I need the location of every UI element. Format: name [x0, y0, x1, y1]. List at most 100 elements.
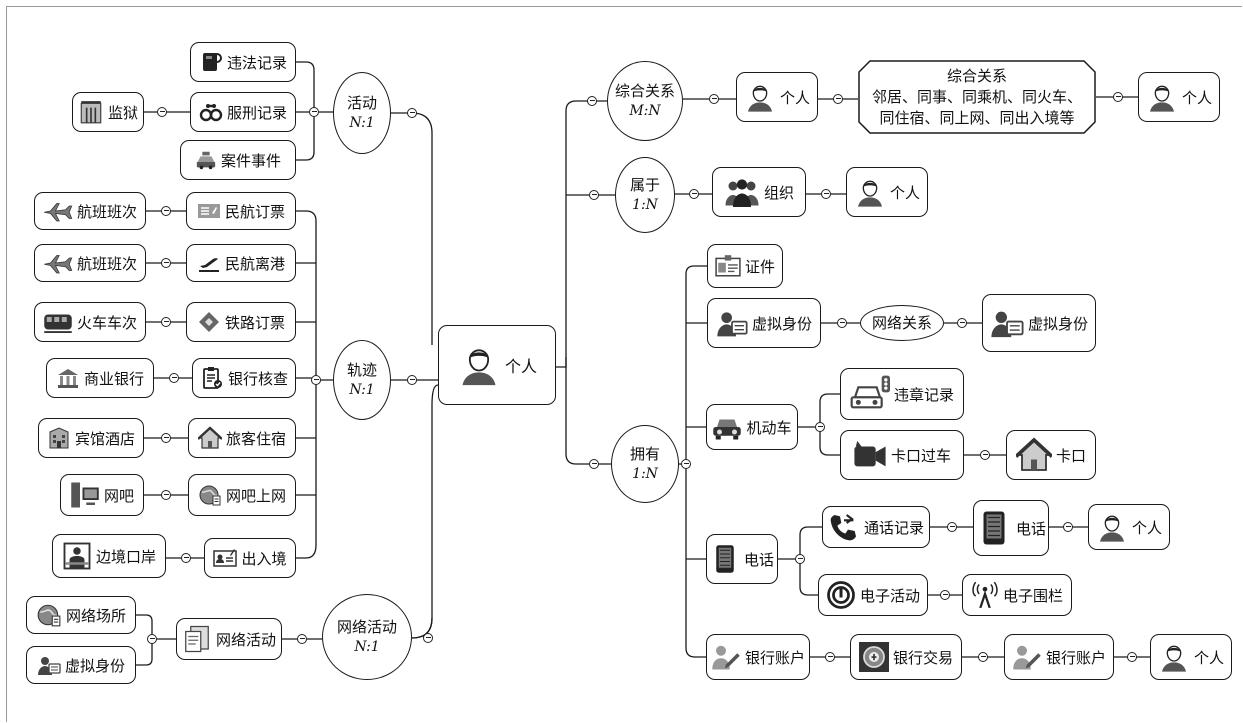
- node-label: 网吧: [103, 486, 134, 505]
- node-label: 电子活动: [859, 586, 920, 605]
- virtual-id-icon: [716, 307, 748, 339]
- connector-20: [1113, 92, 1123, 102]
- person-icon: [1096, 511, 1128, 543]
- handcuffs-icon: [199, 100, 223, 124]
- node-certificate: 证件: [707, 244, 783, 288]
- node-prison: 监狱: [72, 92, 144, 132]
- node-label: 组织: [763, 183, 794, 202]
- connector-7: [161, 317, 171, 327]
- node-case-event: 案件事件: [180, 140, 296, 180]
- node-checkpoint-pass: 卡口过车: [840, 430, 964, 480]
- node-border-entry: 出入境: [204, 538, 296, 578]
- certificate-icon: [715, 253, 741, 279]
- node-label: 违法记录: [226, 53, 287, 72]
- connector-10: [161, 490, 171, 500]
- node-virtual-id-left: 虚拟身份: [26, 646, 136, 684]
- node-label: 宾馆酒店: [74, 429, 135, 448]
- handcuff-officer-icon: [199, 50, 223, 74]
- node-label: 证件: [744, 257, 775, 276]
- connector-22: [821, 189, 831, 199]
- connector-31: [940, 590, 950, 600]
- person-icon: [1146, 81, 1178, 113]
- connector-4: [407, 375, 417, 385]
- node-label: 卡口过车: [890, 446, 951, 465]
- person-icon: [1158, 641, 1190, 673]
- node-label: 个人: [889, 183, 920, 202]
- node-net-relation: 网络关系: [860, 305, 944, 341]
- connector-26: [815, 422, 825, 432]
- relation-ratio: M:N: [629, 103, 661, 119]
- node-label: 银行核查: [227, 369, 288, 388]
- node-virtual-id-right: 虚拟身份: [707, 298, 821, 348]
- police-car-icon: [195, 149, 217, 171]
- connector-14: [423, 633, 433, 643]
- node-label: 监狱: [107, 103, 138, 122]
- node-sentence: 服刑记录: [190, 92, 296, 132]
- connector-8: [169, 373, 179, 383]
- connector-9: [161, 433, 171, 443]
- house-icon: [1015, 437, 1052, 473]
- node-label: 银行账户: [1045, 648, 1106, 667]
- node-net-venue: 网络场所: [26, 596, 136, 634]
- connector-24: [837, 318, 847, 328]
- connector-0: [309, 107, 319, 117]
- clipboard-check-icon: [200, 366, 224, 390]
- node-label: 旅客住宿: [225, 429, 286, 448]
- node-e-fence: 电子围栏: [962, 574, 1072, 616]
- node-commercial-bank: 商业银行: [46, 358, 154, 398]
- virtual-id-icon: [990, 306, 1024, 340]
- video-camera-icon: [853, 438, 887, 472]
- departure-icon: [197, 251, 221, 275]
- electronic-icon: [826, 580, 856, 610]
- node-label: 通话记录: [863, 518, 924, 537]
- node-person-r3: 个人: [846, 167, 928, 217]
- node-guest-stay: 旅客住宿: [188, 418, 296, 458]
- node-label: 民航订票: [224, 202, 285, 221]
- node-air-departure: 民航离港: [186, 244, 296, 282]
- node-label: 案件事件: [220, 151, 281, 170]
- node-label: 出入境: [241, 549, 287, 568]
- edge-41: [819, 393, 840, 427]
- hotel-icon: [47, 426, 71, 450]
- bank-account-icon: [1012, 642, 1042, 672]
- bank-account-icon: [711, 642, 741, 672]
- node-label: 商业银行: [83, 369, 144, 388]
- node-label: 卡口: [1055, 446, 1086, 465]
- relation-ratio: N:1: [349, 115, 375, 131]
- edge-33: [685, 265, 707, 464]
- connector-15: [587, 96, 597, 106]
- combined-relation-line2: 邻居、同事、同乘机、同火车、: [871, 87, 1082, 106]
- connector-23: [681, 459, 691, 469]
- diagram-frame: [6, 6, 1242, 722]
- network-document-icon: [182, 624, 212, 654]
- rail-ticket-icon: [197, 310, 221, 334]
- connector-25: [957, 318, 967, 328]
- antenna-icon: [971, 581, 999, 609]
- edge-45: [799, 526, 822, 559]
- node-call-record: 通话记录: [822, 506, 930, 548]
- bank-transaction-icon: [858, 642, 889, 672]
- node-label: 机动车: [746, 418, 792, 437]
- node-internet-cafe-online: 网吧上网: [188, 474, 296, 516]
- node-flight2: 航班班次: [34, 244, 146, 282]
- node-label: 网吧上网: [225, 486, 286, 505]
- node-label: 铁路订票: [224, 313, 285, 332]
- relation-label: 属于: [629, 176, 660, 194]
- relation-ratio: N:1: [354, 639, 380, 655]
- relation-label: 拥有: [629, 445, 660, 463]
- node-hotel: 宾馆酒店: [38, 418, 144, 458]
- person-icon: [744, 81, 776, 113]
- node-label: 电话: [744, 550, 775, 569]
- phone-call-icon: [828, 511, 860, 543]
- node-bank-txn: 银行交易: [850, 634, 962, 680]
- bank-icon: [56, 366, 80, 390]
- node-person-r5: 个人: [1150, 634, 1232, 680]
- connector-19: [833, 94, 843, 104]
- node-label: 个人: [1193, 648, 1224, 667]
- node-label: 违章记录: [893, 385, 954, 404]
- node-label: 电话: [1016, 519, 1047, 538]
- node-bank-check: 银行核查: [192, 358, 296, 398]
